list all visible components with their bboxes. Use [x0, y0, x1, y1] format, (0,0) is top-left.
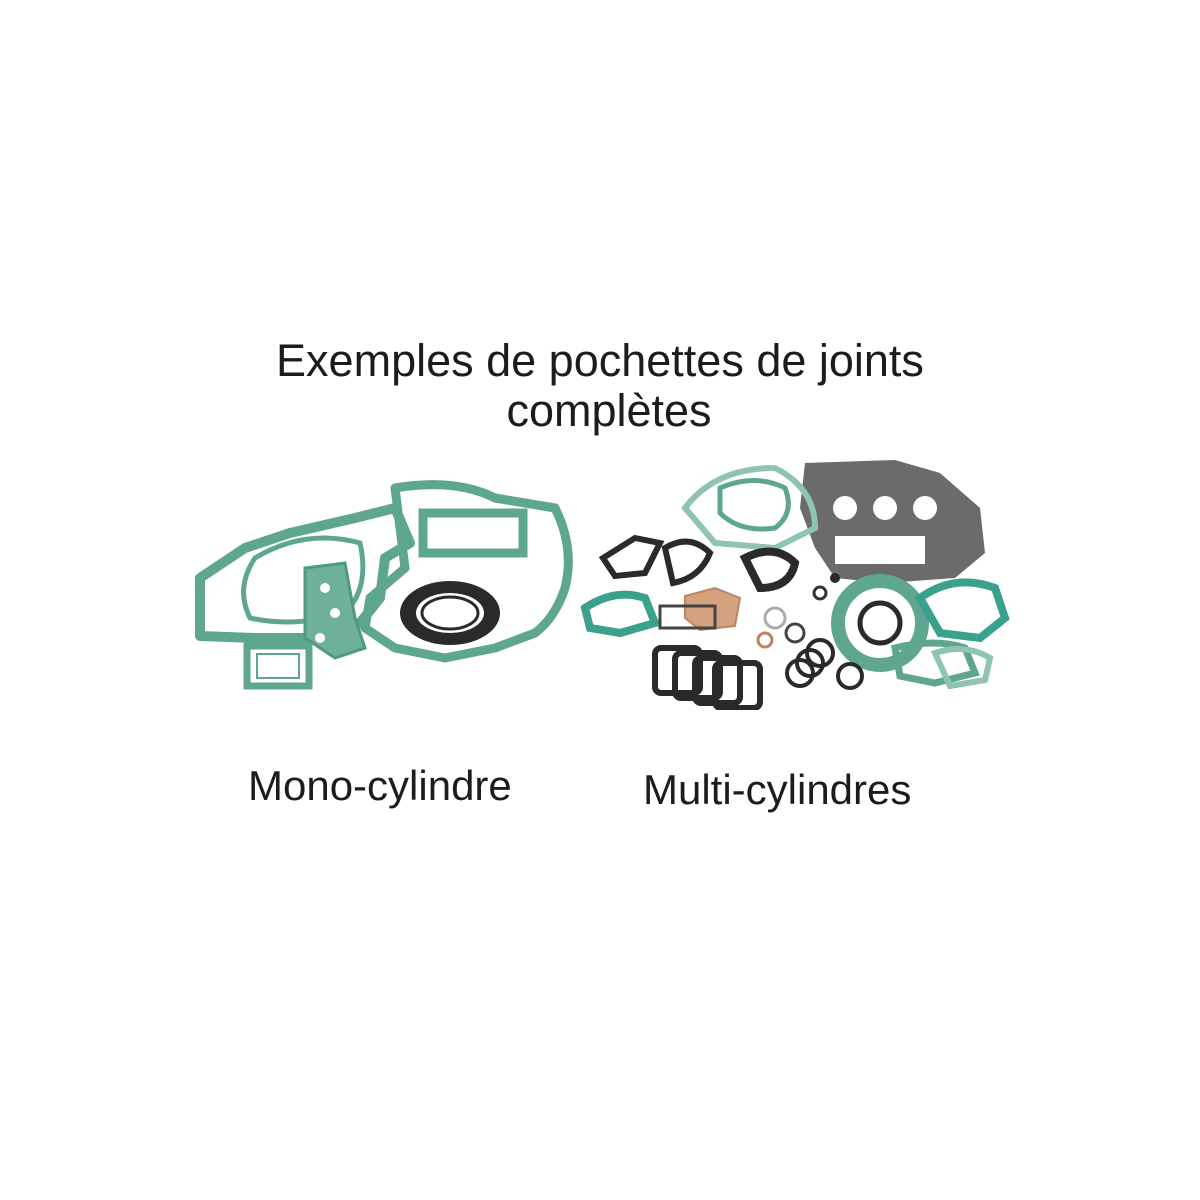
caption-multi-cylindres: Multi-cylindres: [643, 766, 912, 813]
title-line-1: Exemples de pochettes de joints: [276, 335, 924, 386]
title-line-2: complètes: [506, 385, 712, 436]
multi-cylinder-gasket-kit: [580, 460, 1010, 710]
page-title: Exemples de pochettes de joints complète…: [0, 336, 1200, 436]
mono-cylinder-gasket-kit: [195, 480, 573, 690]
caption-mono-cylindre: Mono-cylindre: [248, 762, 512, 809]
gasket-kits-photo: [195, 460, 1010, 710]
